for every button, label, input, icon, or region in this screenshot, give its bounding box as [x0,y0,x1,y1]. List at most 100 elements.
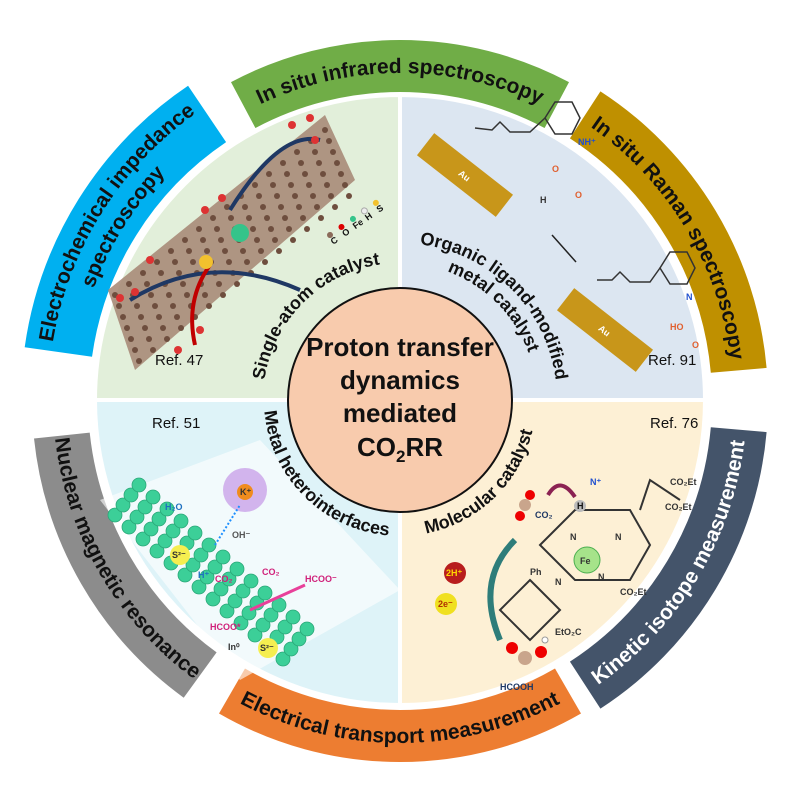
svg-text:HO: HO [670,322,684,332]
lattice-atom [120,314,126,320]
lattice-atom [160,325,166,331]
svg-text:O: O [552,164,559,174]
electron-ball: 2e⁻ [435,593,457,615]
ref-label: Ref. 76 [650,415,698,432]
metal-sphere [285,609,301,625]
metal-sphere [107,507,123,523]
lattice-atom [124,325,130,331]
lattice-atom [126,281,132,287]
banner-nmr [34,432,217,698]
lattice-atom [134,303,140,309]
gold-electrode: Au [416,133,514,217]
carbon-lattice [108,115,355,370]
molecular-catalyst-illustration: Fe N N N N Ph N⁺ H CO₂Et CO₂Et CO₂Et EtO… [435,415,698,692]
lattice-atom [258,248,264,254]
svg-text:H₂O: H₂O [165,502,183,512]
proton-atom [574,500,586,512]
svg-text:NH⁺: NH⁺ [578,137,596,147]
lattice-atom [150,347,156,353]
lattice-atom [300,215,306,221]
metal-sphere [185,557,201,573]
lattice-atom [322,127,328,133]
sulfur-site: S²⁻ [170,545,190,565]
lattice-atom [278,204,284,210]
metal-sphere [235,583,251,599]
svg-text:CO₂: CO₂ [535,510,553,520]
metal-sphere [115,497,131,513]
lattice-atom [222,248,228,254]
svg-text:Fe: Fe [351,217,365,231]
banner-infrared [231,40,569,129]
svg-text:N: N [555,577,562,587]
svg-text:S²⁻: S²⁻ [260,643,274,653]
proton-arrow [190,263,212,346]
lattice-atom [304,226,310,232]
lattice-atom [328,193,334,199]
lattice-atom [214,226,220,232]
lattice-atom [260,204,266,210]
metal-sphere [143,521,159,537]
svg-text:K⁺: K⁺ [240,487,251,497]
svg-text:H⁺: H⁺ [198,570,209,580]
lattice-atom [170,303,176,309]
svg-text:H: H [577,501,584,511]
lattice-atom [196,226,202,232]
svg-text:S: S [375,203,386,215]
resonance-arrow [551,234,577,263]
lattice-atom [250,226,256,232]
sulfur-site: S²⁻ [258,638,278,658]
lattice-atom [244,259,250,265]
ligand-chain [597,267,661,283]
lattice-atom [116,303,122,309]
svg-text:CO₂Et: CO₂Et [670,477,697,487]
lattice-atom [224,204,230,210]
banner-impedance [24,85,227,358]
lattice-atom [174,314,180,320]
metal-sphere [243,573,259,589]
svg-text:In⁰: In⁰ [228,642,240,652]
lattice-atom [144,281,150,287]
metal-sphere [145,489,161,505]
lattice-atom [292,193,298,199]
svg-text:N: N [570,532,577,542]
metal-sphere [177,567,193,583]
metal-sphere [135,531,151,547]
svg-text:CO₂: CO₂ [262,567,280,577]
lattice-atom [138,314,144,320]
ref-label: Ref. 47 [155,352,203,369]
center-line-2: dynamics [340,365,460,395]
metal-sphere [213,581,229,597]
lattice-atom [218,237,224,243]
reaction-arrow [128,270,301,302]
lattice-atom [318,215,324,221]
metal-sphere [165,523,181,539]
svg-text:Fe: Fe [580,556,591,566]
svg-text:CO₂Et: CO₂Et [620,587,647,597]
lattice-atom [184,292,190,298]
lattice-atom [268,226,274,232]
heterointerface-illustration: K⁺ H₂O OH⁻ S²⁻ H⁺ CO₂ CO₂ HCOO⁻ HCOO* In… [100,415,400,680]
proton-transfer-arrow [546,483,577,499]
lattice-atom [128,336,134,342]
svg-text:N: N [615,532,622,542]
metal-sphere [227,593,243,609]
metal-sphere [299,621,315,637]
metal-sphere [159,501,175,517]
co2-molecules [116,114,319,354]
lattice-atom [132,347,138,353]
metal-sphere [149,543,165,559]
lattice-atom [290,237,296,243]
svg-text:2H⁺: 2H⁺ [446,568,463,578]
lattice-atom [314,204,320,210]
svg-text:O: O [340,226,351,238]
metal-sphere [205,591,221,607]
lattice-atom [296,204,302,210]
lattice-atom [288,182,294,188]
metal-sphere [229,561,245,577]
svg-text:Ph: Ph [530,567,542,577]
metal-sphere [219,603,235,619]
lattice-atom [298,160,304,166]
lattice-atom [234,281,240,287]
lattice-atom [168,248,174,254]
